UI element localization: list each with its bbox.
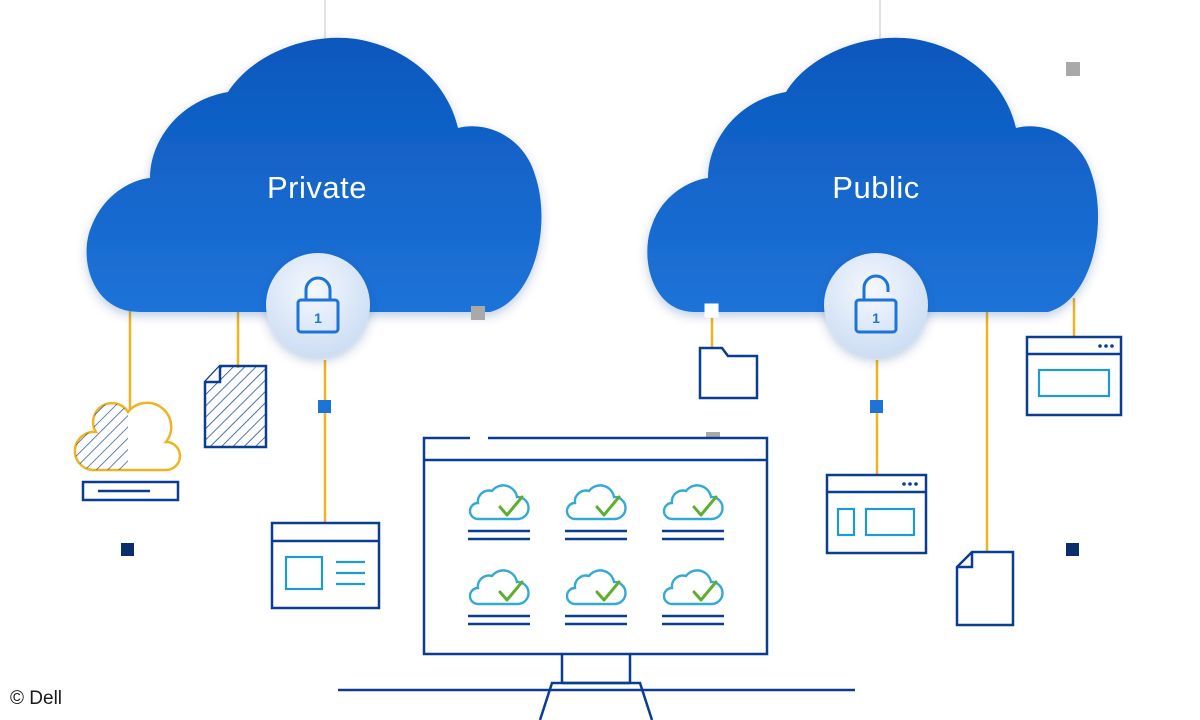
folder-icon xyxy=(698,346,759,400)
document-icon xyxy=(955,550,1015,627)
browser-window-icon xyxy=(1025,335,1123,417)
connector-node xyxy=(704,303,719,318)
svg-text:1: 1 xyxy=(872,310,880,326)
navy-marker xyxy=(121,543,134,556)
gray-marker xyxy=(471,306,485,320)
gray-marker xyxy=(1066,62,1080,76)
svg-text:1: 1 xyxy=(314,310,322,326)
connector-lines xyxy=(128,298,1076,552)
private-cloud xyxy=(86,37,542,312)
hatched-cloud-server-icon xyxy=(73,401,182,502)
browser-window-icon xyxy=(825,473,928,555)
hatched-document-icon xyxy=(203,364,268,449)
connector-node xyxy=(870,400,883,413)
window-layout-icon xyxy=(270,521,381,610)
connector-node xyxy=(318,400,331,413)
navy-marker xyxy=(1066,543,1079,556)
monitor-icon xyxy=(338,434,855,720)
locked-padlock-icon: 1 xyxy=(266,253,370,357)
unlocked-padlock-icon: 1 xyxy=(824,253,928,357)
public-cloud-label: Public xyxy=(832,170,920,205)
copyright-credit: © Dell xyxy=(10,688,63,709)
private-cloud-label: Private xyxy=(267,170,367,205)
public-cloud xyxy=(647,37,1099,312)
